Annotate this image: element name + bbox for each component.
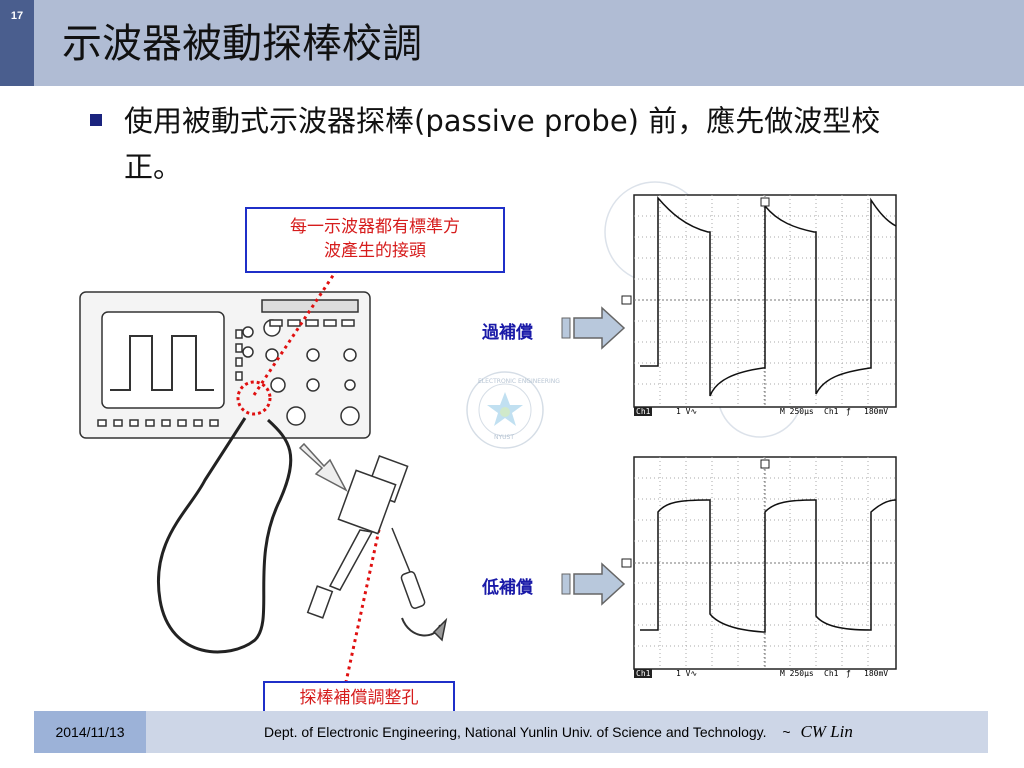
oscilloscope-drawing [79,291,371,439]
scope-bottom-trig-level: 180mV [864,669,889,678]
scope-top-trig-level: 180mV [864,407,889,416]
callout-top: 每一示波器都有標準方 波產生的接頭 [245,207,505,273]
slide-number-box: 17 [0,0,34,86]
scope-screen-top [621,194,897,408]
label-overcompensated: 過補償 [482,323,533,343]
footer-tilde: ~ [782,724,791,740]
scope-bottom-ch: Ch1 [634,669,653,678]
scope-bottom-trig-sym: ƒ [846,669,851,678]
bullet-square-icon [90,114,102,126]
callout-top-line1: 每一示波器都有標準方 [290,217,460,237]
footer-text: Dept. of Electronic Engineering, Nationa… [264,711,853,753]
bullet-text: 使用被動式示波器探棒(passive probe) 前，應先做波型校正。 [124,104,881,184]
label-undercompensated: 低補償 [482,578,533,598]
callout-top-line2: 波產生的接頭 [324,241,426,261]
pointer-line-bottom [344,515,384,683]
watermark-logo-left [466,371,544,449]
probe-arrow-icon [298,442,348,492]
arrow-under-icon [561,562,626,606]
scope-bottom-time: M 250µs [780,669,814,678]
scope-top-time: M 250µs [780,407,814,416]
watermark-text-bottom: NYUST [494,434,515,441]
slide-title: 示波器被動探棒校調 [62,21,422,67]
highlight-circle [236,380,272,416]
scope-bottom-volts: 1 V∿ [676,669,698,678]
slide-number: 17 [10,10,24,22]
footer-dept: Dept. of Electronic Engineering, Nationa… [264,724,767,740]
scope-status-top: Ch1 1 V∿ M 250µs Ch1 ƒ 180mV [634,407,896,418]
scope-screen-bottom [621,456,897,670]
watermark-text-top: ELECTRONIC ENGINEERING [478,378,560,385]
scope-bottom-trig-ch: Ch1 [824,669,839,678]
footer-date: 2014/11/13 [55,724,125,740]
scope-top-trig-ch: Ch1 [824,407,839,416]
pointer-line-top [252,267,340,396]
footer-date-box: 2014/11/13 [34,711,146,753]
footer-bar: Dept. of Electronic Engineering, Nationa… [146,711,988,753]
header-bar [0,0,1024,86]
scope-top-volts: 1 V∿ [676,407,698,416]
footer-author: CW Lin [800,722,853,741]
scope-status-bottom: Ch1 1 V∿ M 250µs Ch1 ƒ 180mV [634,669,896,680]
probe-cable [157,417,293,654]
callout-bottom-text: 探棒補償調整孔 [299,688,419,708]
scope-top-trig-sym: ƒ [846,407,851,416]
scope-top-ch: Ch1 [634,407,653,416]
arrow-over-icon [561,306,626,350]
probe-drawing [306,455,448,642]
